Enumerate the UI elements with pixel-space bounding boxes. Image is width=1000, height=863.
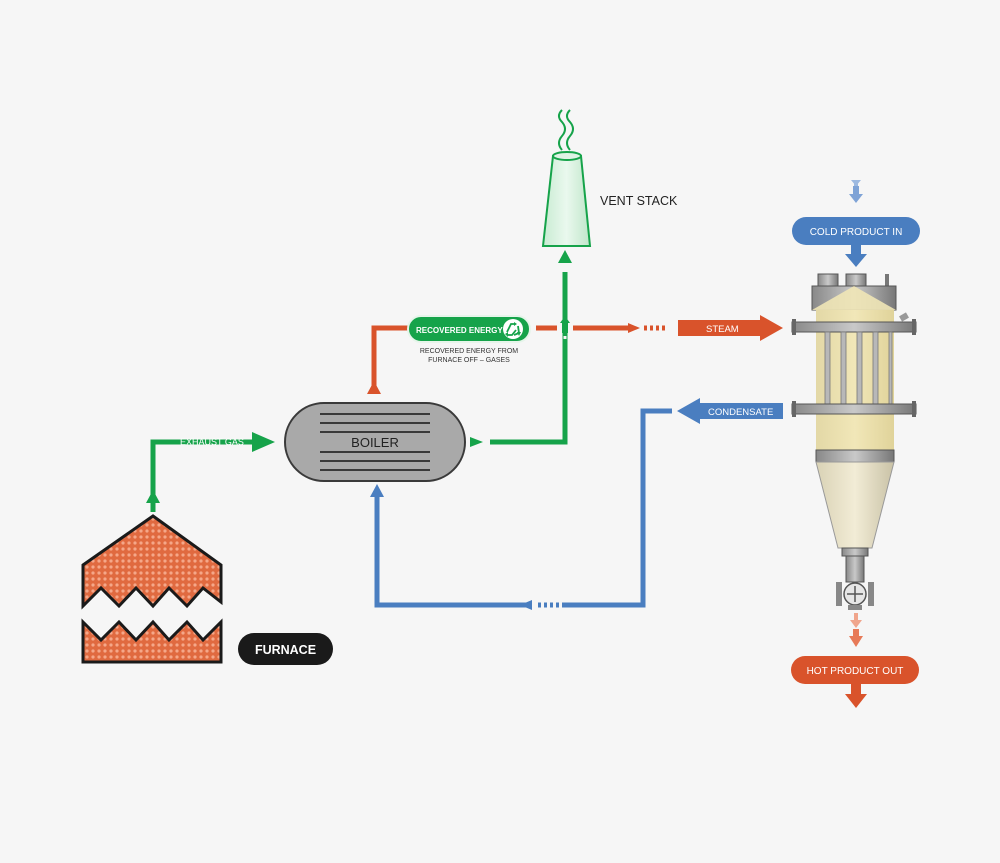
hot-product-out: HOT PRODUCT OUT xyxy=(791,613,919,708)
vent-arrow-top xyxy=(558,250,572,263)
boiler-out-arrow xyxy=(470,437,483,447)
exhaust-gas-line: EXHAUST GAS xyxy=(146,432,275,512)
furnace-upper-body xyxy=(81,514,223,610)
recovered-energy-badge: RECOVERED ENERGY RECOVERED ENERGY FROM F… xyxy=(407,315,531,364)
vessel-cone xyxy=(815,461,895,549)
exhaust-arrow-up xyxy=(146,490,160,503)
recovered-note-line2: FURNACE OFF – GASES xyxy=(428,357,510,364)
furnace-lower-body xyxy=(81,618,223,664)
condensate-arrow xyxy=(677,398,783,424)
boiler-label: BOILER xyxy=(351,435,399,450)
exhaust-arrowhead xyxy=(252,432,275,452)
steam-line: STEAM xyxy=(367,315,783,394)
cold-product-pill xyxy=(792,217,920,245)
stack-body xyxy=(541,155,592,247)
steam-arrow-up xyxy=(367,381,381,394)
furnace-label: FURNACE xyxy=(255,643,316,657)
vent-stack: VENT STACK xyxy=(541,109,678,247)
recycle-icon xyxy=(503,319,523,339)
furnace-pill xyxy=(238,633,333,665)
condensate-arrow-up xyxy=(370,484,384,497)
cold-product-label: COLD PRODUCT IN xyxy=(810,227,903,238)
hot-product-pill xyxy=(791,656,919,684)
hot-product-label: HOT PRODUCT OUT xyxy=(807,666,904,677)
exhaust-gas-label: EXHAUST GAS xyxy=(180,437,244,447)
heat-exchanger xyxy=(791,273,917,610)
valve-icon xyxy=(843,582,867,606)
steam-dash-arrow xyxy=(628,323,640,333)
recovered-note-line1: RECOVERED ENERGY FROM xyxy=(420,348,518,355)
steam-arrow xyxy=(678,315,783,341)
cold-product-in: COLD PRODUCT IN xyxy=(792,180,920,267)
smoke-1 xyxy=(558,109,566,151)
steam-label: STEAM xyxy=(706,324,739,335)
recovered-energy-label: RECOVERED ENERGY xyxy=(416,326,503,335)
vent-stack-label: VENT STACK xyxy=(600,194,678,208)
furnace: FURNACE xyxy=(81,514,333,665)
smoke-2 xyxy=(566,109,574,151)
condensate-label: CONDENSATE xyxy=(708,407,773,418)
boiler: BOILER xyxy=(284,402,466,482)
condensate-line: CONDENSATE xyxy=(370,398,783,610)
